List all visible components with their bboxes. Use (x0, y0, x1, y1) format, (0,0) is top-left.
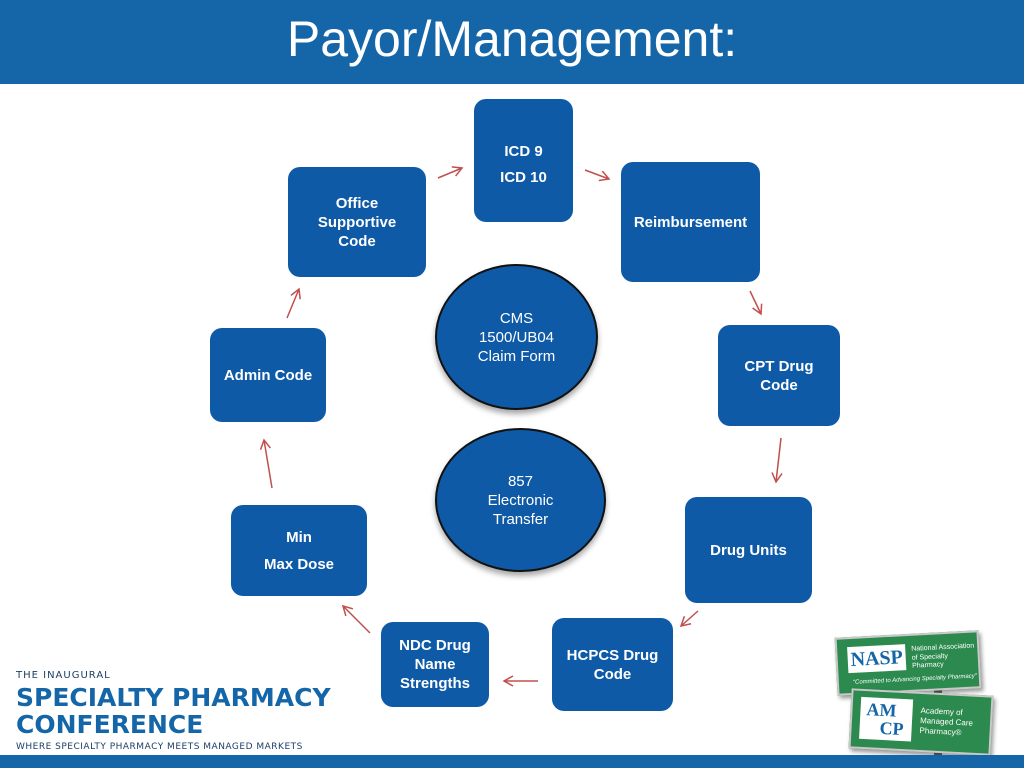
arrow-admin-to-office (286, 287, 301, 319)
node-office-line2: Supportive (317, 213, 397, 231)
node-hcpcs-line2: Code (593, 665, 632, 683)
conference-name-line2: CONFERENCE (16, 710, 204, 739)
arrow-cpt-to-drug-units (771, 437, 783, 484)
footer-bar (0, 755, 1024, 768)
electronic-line1: 857 (507, 472, 533, 490)
arrow-reimbursement-to-cpt (749, 290, 763, 316)
node-min-line1: Min (286, 528, 312, 546)
electronic-line3: Transfer (492, 510, 549, 528)
node-ndc-line3: Strengths (399, 675, 470, 692)
conference-tagline: WHERE SPECIALTY PHARMACY MEETS MANAGED M… (16, 742, 303, 752)
node-cpt-line1: CPT Drug (744, 357, 814, 375)
node-drug-units-label: Drug Units (710, 541, 787, 559)
node-ndc-line2: Name (414, 656, 456, 673)
title-bar: Payor/Management: (0, 0, 1024, 84)
conference-kicker: THE INAUGURAL (16, 670, 111, 681)
nasp-org-line2: of Specialty Pharmacy (911, 652, 949, 670)
ellipse-electronic-transfer: 857 Electronic Transfer (435, 428, 606, 572)
node-cpt-drug-code: CPT Drug Code (718, 325, 840, 426)
node-min-line2: Max Dose (263, 555, 335, 573)
node-office-supportive-code: Office Supportive Code (288, 167, 426, 277)
slide-title: Payor/Management: (286, 11, 738, 67)
node-reimbursement-label: Reimbursement (633, 213, 748, 231)
cms-line3: Claim Form (477, 347, 556, 365)
node-drug-units: Drug Units (685, 497, 812, 603)
conference-name-line1: SPECIALTY PHARMACY (16, 683, 331, 712)
amcp-sign: AM CP Academy of Managed Care Pharmacy® (848, 688, 994, 756)
node-icd-line1: ICD 9 (504, 143, 543, 160)
ellipse-cms-claim-form: CMS 1500/UB04 Claim Form (435, 264, 598, 410)
node-cpt-line2: Code (760, 376, 798, 394)
node-admin-code: Admin Code (210, 328, 326, 422)
node-hcpcs-drug-code: HCPCS Drug Code (552, 618, 673, 711)
nasp-name: NASP (847, 644, 907, 674)
nasp-sign: NASP National Association of Specialty P… (834, 630, 982, 696)
cms-line2: 1500/UB04 (478, 328, 555, 346)
arrow-min-max-to-admin (259, 438, 273, 489)
arrow-ndc-to-min-max (341, 604, 371, 634)
node-office-line3: Code (338, 232, 376, 250)
node-hcpcs-line1: HCPCS Drug (566, 646, 659, 664)
amcp-org-line3: Pharmacy® (919, 725, 962, 738)
arrow-office-to-icd (437, 166, 464, 179)
amcp-name2: CP (879, 717, 905, 740)
node-ndc-line1: NDC Drug (399, 637, 471, 654)
node-reimbursement: Reimbursement (621, 162, 760, 282)
arrow-drug-units-to-hcpcs (679, 610, 699, 628)
node-office-line1: Office (335, 194, 379, 212)
node-icd: ICD 9 ICD 10 (474, 99, 573, 222)
node-admin-label: Admin Code (223, 366, 313, 384)
arrow-icd-to-reimbursement (584, 169, 611, 182)
nasp-tagline: "Committed to Advancing Specialty Pharma… (852, 673, 978, 686)
node-ndc-drug: NDC Drug Name Strengths (381, 622, 489, 707)
electronic-line2: Electronic (487, 491, 554, 509)
node-icd-line2: ICD 10 (500, 169, 547, 186)
node-min-max-dose: Min Max Dose (231, 505, 367, 596)
cms-line1: CMS (499, 309, 534, 327)
